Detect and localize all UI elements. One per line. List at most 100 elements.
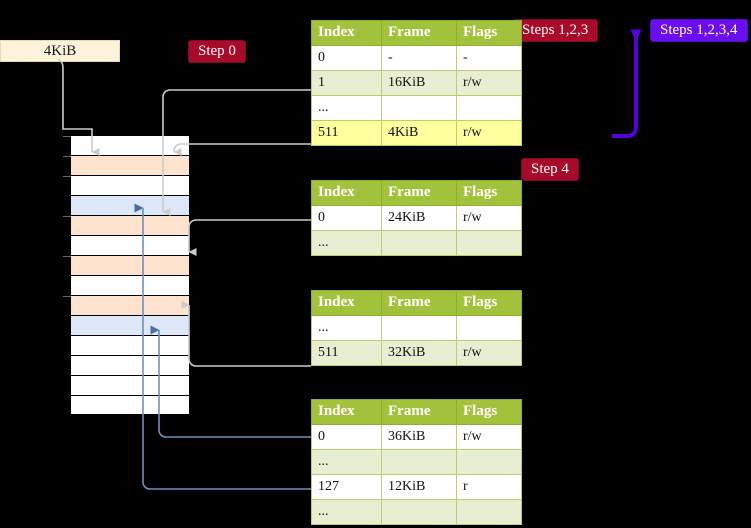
table-cell-index: ... <box>311 230 382 256</box>
header-frame: Frame <box>381 20 457 46</box>
table-cell-flags: r/w <box>456 340 522 366</box>
table-cell-frame: 36KiB <box>381 424 457 450</box>
step-0-badge: Step 0 <box>188 40 246 63</box>
table-cell-flags <box>456 95 522 121</box>
memory-frame-row <box>70 395 190 415</box>
header-frame: Frame <box>381 399 457 425</box>
table-cell-frame: 32KiB <box>381 340 457 366</box>
table-row: ... <box>311 95 522 121</box>
connector-pml4-to-memory <box>173 143 311 156</box>
header-index: Index <box>311 399 382 425</box>
table-cell-index: 127 <box>311 474 382 500</box>
table-cell-flags <box>456 499 522 525</box>
step-0-label: Step 0 <box>198 43 236 59</box>
table-cell-flags <box>456 449 522 475</box>
table-cell-frame <box>381 449 457 475</box>
memory-frame-row <box>63 295 190 315</box>
header-flags: Flags <box>456 20 522 46</box>
memory-tick-mark <box>63 216 71 217</box>
memory-frame-row <box>70 275 190 295</box>
memory-frame-row <box>70 355 190 375</box>
table-cell-index: ... <box>311 95 382 121</box>
header-flags: Flags <box>456 290 522 316</box>
memory-frame-row <box>63 255 190 275</box>
table-row: ... <box>311 449 522 475</box>
table-cell-frame: 4KiB <box>381 120 457 146</box>
table-cell-frame: 12KiB <box>381 474 457 500</box>
table-cell-flags: r <box>456 474 522 500</box>
table-row: ... <box>311 315 522 341</box>
header-index: Index <box>311 290 382 316</box>
table-cell-frame: - <box>381 45 457 71</box>
header-frame: Frame <box>381 290 457 316</box>
table-cell-index: 0 <box>311 205 382 231</box>
steps-1234-badge: Steps 1,2,3,4 <box>650 19 748 42</box>
memory-tick-mark <box>63 156 71 157</box>
steps-123-badge: Steps 1,2,3 <box>512 19 599 42</box>
table-cell-frame <box>381 315 457 341</box>
table-cell-flags <box>456 230 522 256</box>
memory-frame-row <box>63 215 190 235</box>
memory-frame-row <box>70 375 190 395</box>
table-cell-frame: 24KiB <box>381 205 457 231</box>
memory-column <box>63 135 190 415</box>
memory-tick-mark <box>63 256 71 257</box>
steps-1234-label: Steps 1,2,3,4 <box>660 22 738 38</box>
size-label-text: 4KiB <box>43 43 77 59</box>
steps-1234-arrow <box>612 29 642 138</box>
connector-pdp-to-memory <box>188 219 311 256</box>
memory-tick-mark <box>63 136 71 137</box>
header-index: Index <box>311 180 382 206</box>
connector-pd-to-memory <box>181 301 311 367</box>
memory-tick-mark <box>63 296 71 297</box>
step-4-badge: Step 4 <box>521 158 579 181</box>
table-cell-flags: r/w <box>456 70 522 96</box>
table-cell-frame <box>381 499 457 525</box>
memory-frame-row <box>63 175 190 195</box>
memory-frame-row <box>70 195 190 215</box>
memory-frame-row <box>70 315 190 335</box>
table-cell-index: 511 <box>311 120 382 146</box>
table-cell-frame <box>381 230 457 256</box>
header-flags: Flags <box>456 399 522 425</box>
table-cell-index: 0 <box>311 424 382 450</box>
table-header-row: Index Frame Flags <box>311 20 522 46</box>
header-frame: Frame <box>381 180 457 206</box>
memory-tick-mark <box>63 176 71 177</box>
step-4-label: Step 4 <box>531 161 569 177</box>
table-cell-flags: r/w <box>456 424 522 450</box>
steps-123-label: Steps 1,2,3 <box>522 22 589 38</box>
table-cell-index: ... <box>311 499 382 525</box>
table-header-row: Index Frame Flags <box>311 290 522 316</box>
table-cell-frame: 16KiB <box>381 70 457 96</box>
table-header-row: Index Frame Flags <box>311 180 522 206</box>
table-row: ... <box>311 499 522 525</box>
table-cell-flags: r/w <box>456 205 522 231</box>
header-flags: Flags <box>456 180 522 206</box>
memory-frame-row <box>63 155 190 175</box>
table-cell-flags: r/w <box>456 120 522 146</box>
memory-frame-row <box>70 335 190 355</box>
table-cell-index: ... <box>311 449 382 475</box>
table-cell-index: 1 <box>311 70 382 96</box>
memory-frame-row <box>70 235 190 255</box>
table-cell-index: ... <box>311 315 382 341</box>
size-label-box: 4KiB <box>0 40 120 62</box>
table-row: ... <box>311 230 522 256</box>
table-header-row: Index Frame Flags <box>311 399 522 425</box>
table-cell-flags <box>456 315 522 341</box>
table-cell-frame <box>381 95 457 121</box>
header-index: Index <box>311 20 382 46</box>
